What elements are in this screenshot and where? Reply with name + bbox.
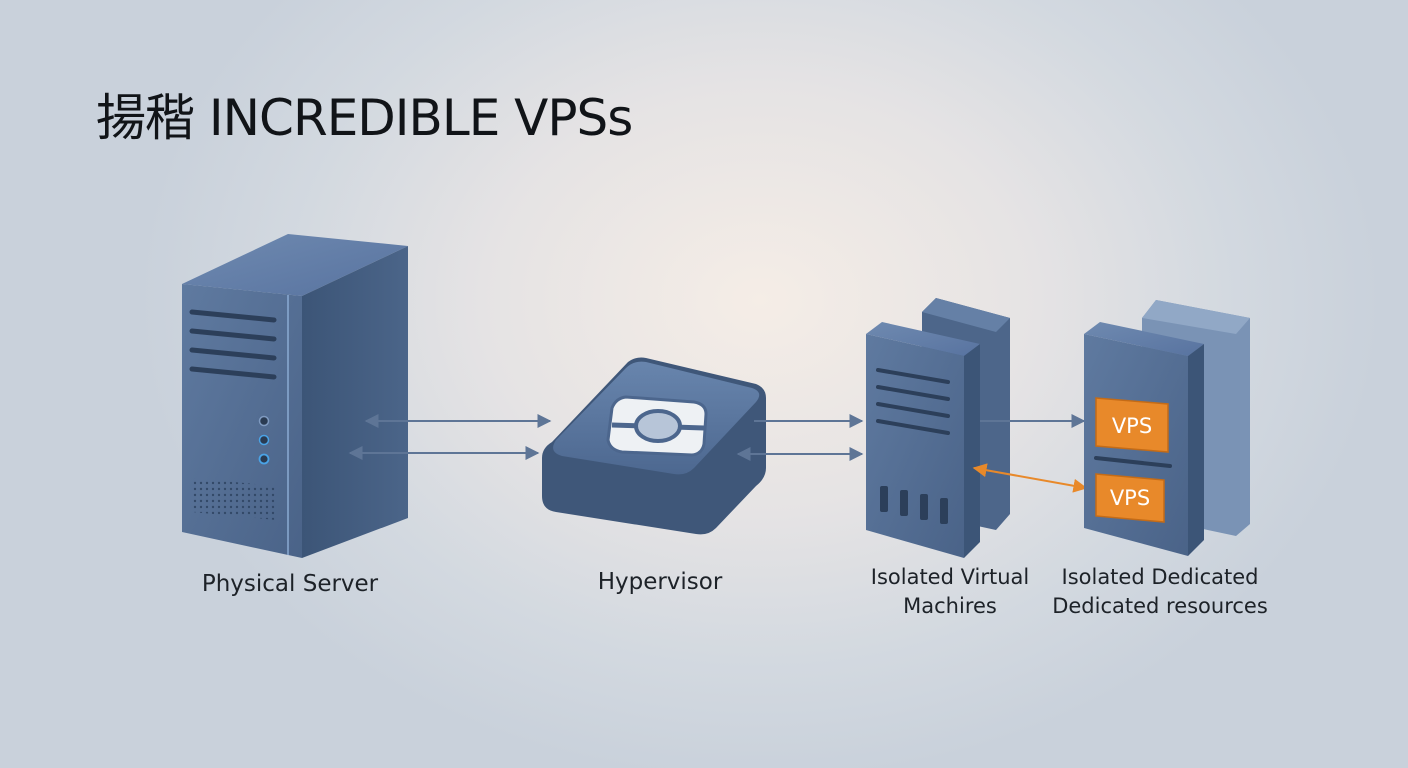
label-physical-server: Physical Server — [201, 571, 379, 597]
vps-badge: VPS — [1095, 473, 1165, 523]
label-line: Isolated Dedicated — [1061, 565, 1259, 589]
label-isolated-virtual-machines: Isolated Virtual Machires — [850, 563, 1050, 621]
diagram-title: 揚稭 INCREDIBLE VPSs — [96, 89, 633, 147]
hypervisor-icon — [542, 357, 766, 535]
label-line: Isolated Virtual — [870, 565, 1030, 589]
vps-badge-label: VPS — [1110, 486, 1150, 510]
label-hypervisor: Hypervisor — [597, 569, 723, 595]
arrow-orange-isolation — [972, 463, 1088, 493]
vps-badge-label: VPS — [1112, 414, 1152, 438]
vps-badge: VPS — [1095, 397, 1169, 453]
physical-server-icon — [182, 234, 408, 558]
label-line: Dedicated resources — [1052, 594, 1268, 618]
virtual-machines-icon — [866, 298, 1010, 558]
label-isolated-dedicated: Isolated Dedicated Dedicated resources — [1040, 563, 1280, 621]
label-line: Machires — [903, 594, 997, 618]
